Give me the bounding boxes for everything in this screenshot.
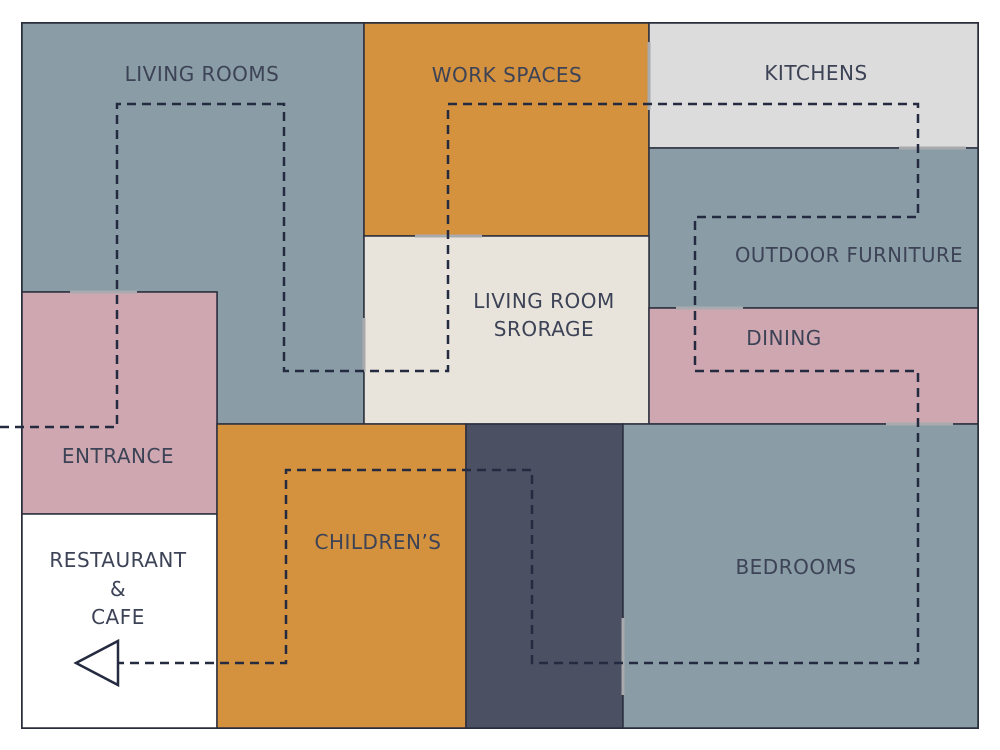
route-arrow-icon [73, 638, 120, 688]
room-work-spaces [363, 22, 650, 237]
label-childrens: CHILDREN’S [315, 530, 442, 554]
customer-route-path [0, 102, 920, 665]
room-childrens [216, 423, 467, 729]
label-outdoor-furniture: OUTDOOR FURNITURE [735, 243, 963, 267]
label-restaurant-cafe-line1: RESTAURANT [49, 548, 186, 572]
room-bedrooms [622, 423, 979, 729]
room-outdoor-furniture [648, 147, 979, 309]
label-living-room-storage-line2: SRORAGE [494, 317, 594, 341]
rooms-layer [21, 22, 979, 729]
room-entrance [21, 291, 218, 515]
label-kitchens: KITCHENS [764, 61, 867, 85]
label-restaurant-cafe-line2: & [110, 577, 126, 601]
label-work-spaces: WORK SPACES [432, 63, 583, 87]
label-living-room-storage-line1: LIVING ROOM [473, 289, 615, 313]
label-living-rooms: LIVING ROOMS [125, 62, 280, 86]
room-dining [648, 307, 979, 425]
label-restaurant-cafe-line3: CAFE [91, 605, 145, 629]
label-bedrooms: BEDROOMS [735, 555, 856, 579]
room-restaurant-cafe [21, 513, 218, 729]
room-kitchens [648, 22, 979, 149]
label-dining: DINING [746, 326, 822, 350]
room-labels: LIVING ROOMS WORK SPACES KITCHENS OUTDOO… [49, 61, 963, 629]
label-entrance: ENTRANCE [62, 444, 174, 468]
room-dark-section [465, 423, 624, 729]
